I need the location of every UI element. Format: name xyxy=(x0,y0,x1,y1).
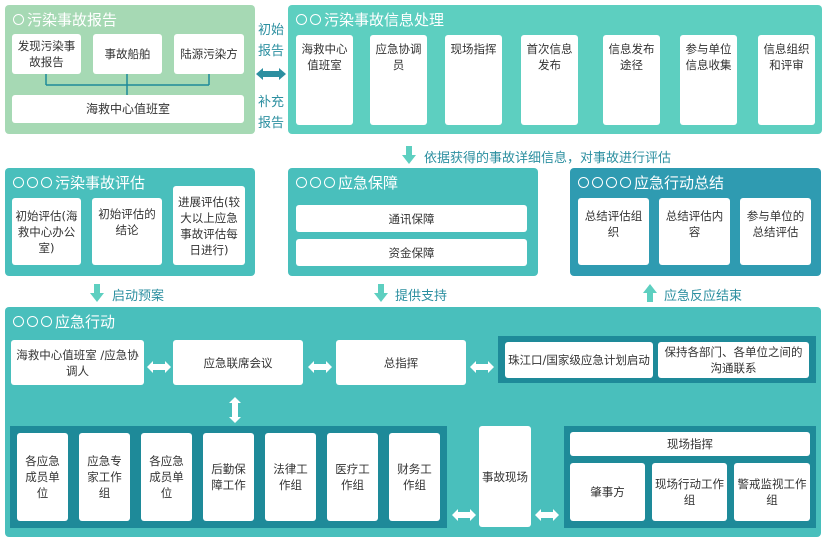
circle-icon xyxy=(27,316,38,327)
group-member-units-2: 各应急成员单位 xyxy=(141,433,192,521)
assess-item-progress: 进展评估(较大以上应急事故评估每日进行) xyxy=(173,186,245,265)
guarantee-item-comm: 通讯保障 xyxy=(296,205,527,232)
circle-icon xyxy=(296,14,307,25)
report-panel: 污染事故报告 发现污染事故报告 事故船舶 陆源污染方 海救中心值班室 xyxy=(5,5,255,134)
circle-icon xyxy=(41,316,52,327)
accident-scene: 事故现场 xyxy=(479,426,531,527)
circle-icon xyxy=(324,177,335,188)
circle-icon xyxy=(592,177,603,188)
info-item-first-release: 首次信息发布 xyxy=(521,35,578,125)
group-member-units-1: 各应急成员单位 xyxy=(17,433,68,521)
info-item-duty: 海救中心值班室 xyxy=(296,35,353,125)
action-chief-command: 总指挥 xyxy=(336,340,466,385)
circle-icon xyxy=(41,177,52,188)
double-arrow-meeting-command xyxy=(308,361,332,373)
double-arrow-groups-scene xyxy=(452,509,476,521)
summary-item-org: 总结评估组织 xyxy=(578,198,649,265)
site-responsible-party: 肇事方 xyxy=(570,463,645,521)
report-panel-title: 污染事故报告 xyxy=(13,9,117,30)
report-connectors xyxy=(45,74,210,95)
group-logistics: 后勤保障工作 xyxy=(203,433,254,521)
action-panel-title: 应急行动 xyxy=(13,311,115,332)
circle-icon xyxy=(310,177,321,188)
info-item-review: 信息组织和评审 xyxy=(758,35,815,125)
double-arrow-coord-meeting xyxy=(147,361,171,373)
supplement-report-label: 补充报告 xyxy=(257,95,284,131)
info-item-collect: 参与单位信息收集 xyxy=(680,35,737,125)
double-arrow-scene-site xyxy=(535,509,559,521)
guarantee-item-funds: 资金保障 xyxy=(296,239,527,266)
group-finance: 财务工作组 xyxy=(389,433,440,521)
circle-icon xyxy=(620,177,631,188)
vertical-double-arrow xyxy=(229,397,241,423)
assess-item-conclusion: 初始评估的结论 xyxy=(92,198,162,265)
info-item-coordinator: 应急协调员 xyxy=(370,35,427,125)
circle-icon xyxy=(310,14,321,25)
end-response-label: 应急反应结束 xyxy=(664,289,743,304)
circle-icon xyxy=(13,316,24,327)
action-panel: 应急行动 海救中心值班室 /应急协调人 应急联席会议 总指挥 珠江口/国家级应急… xyxy=(5,307,821,537)
info-panel-title: 污染事故信息处理 xyxy=(296,9,444,30)
assess-item-initial: 初始评估(海救中心办公室) xyxy=(12,198,81,265)
circle-icon xyxy=(606,177,617,188)
info-item-channels: 信息发布途径 xyxy=(603,35,660,125)
summary-panel: 应急行动总结 总结评估组织 总结评估内容 参与单位的总结评估 xyxy=(570,168,821,276)
detail-assessment-label: 依据获得的事故详细信息，对事故进行评估 xyxy=(424,151,672,166)
circle-icon xyxy=(13,14,24,25)
down-arrow-support xyxy=(374,284,388,302)
down-arrow-detail xyxy=(402,146,416,164)
double-arrow-command-launch xyxy=(470,361,494,373)
circle-icon xyxy=(13,177,24,188)
action-coordinator: 海救中心值班室 /应急协调人 xyxy=(11,340,144,385)
initial-report-label: 初始报告 xyxy=(257,23,284,59)
circle-icon xyxy=(296,177,307,188)
up-arrow-end xyxy=(643,284,657,302)
site-surveillance-group: 警戒监视工作组 xyxy=(734,463,810,521)
group-expert: 应急专家工作组 xyxy=(79,433,130,521)
circle-icon xyxy=(27,177,38,188)
assess-panel-title: 污染事故评估 xyxy=(13,172,145,193)
double-arrow-report xyxy=(256,68,286,80)
group-legal: 法律工作组 xyxy=(265,433,316,521)
start-plan-label: 启动预案 xyxy=(112,289,165,304)
info-item-site-command: 现场指挥 xyxy=(445,35,502,125)
summary-item-units: 参与单位的总结评估 xyxy=(740,198,811,265)
report-duty-room: 海救中心值班室 xyxy=(12,95,244,123)
circle-icon xyxy=(578,177,589,188)
assess-panel: 污染事故评估 初始评估(海救中心办公室) 初始评估的结论 进展评估(较大以上应急… xyxy=(5,168,255,276)
site-command-header: 现场指挥 xyxy=(570,432,810,456)
action-joint-meeting: 应急联席会议 xyxy=(173,340,303,385)
info-panel: 污染事故信息处理 海救中心值班室 应急协调员 现场指挥 首次信息发布 信息发布途… xyxy=(288,5,822,134)
report-item-land: 陆源污染方 xyxy=(174,34,244,74)
guarantee-panel: 应急保障 通讯保障 资金保障 xyxy=(288,168,538,276)
guarantee-panel-title: 应急保障 xyxy=(296,172,398,193)
action-plan-launch: 珠江口/国家级应急计划启动 xyxy=(505,342,653,378)
support-label: 提供支持 xyxy=(395,289,448,304)
site-action-group: 现场行动工作组 xyxy=(652,463,727,521)
action-keep-contact: 保持各部门、各单位之间的沟通联系 xyxy=(658,342,809,378)
report-item-ship: 事故船舶 xyxy=(93,34,162,74)
summary-item-content: 总结评估内容 xyxy=(659,198,730,265)
summary-panel-title: 应急行动总结 xyxy=(578,172,724,193)
group-medical: 医疗工作组 xyxy=(327,433,378,521)
down-arrow-start-plan xyxy=(90,284,104,302)
report-item-discover: 发现污染事故报告 xyxy=(12,34,81,74)
